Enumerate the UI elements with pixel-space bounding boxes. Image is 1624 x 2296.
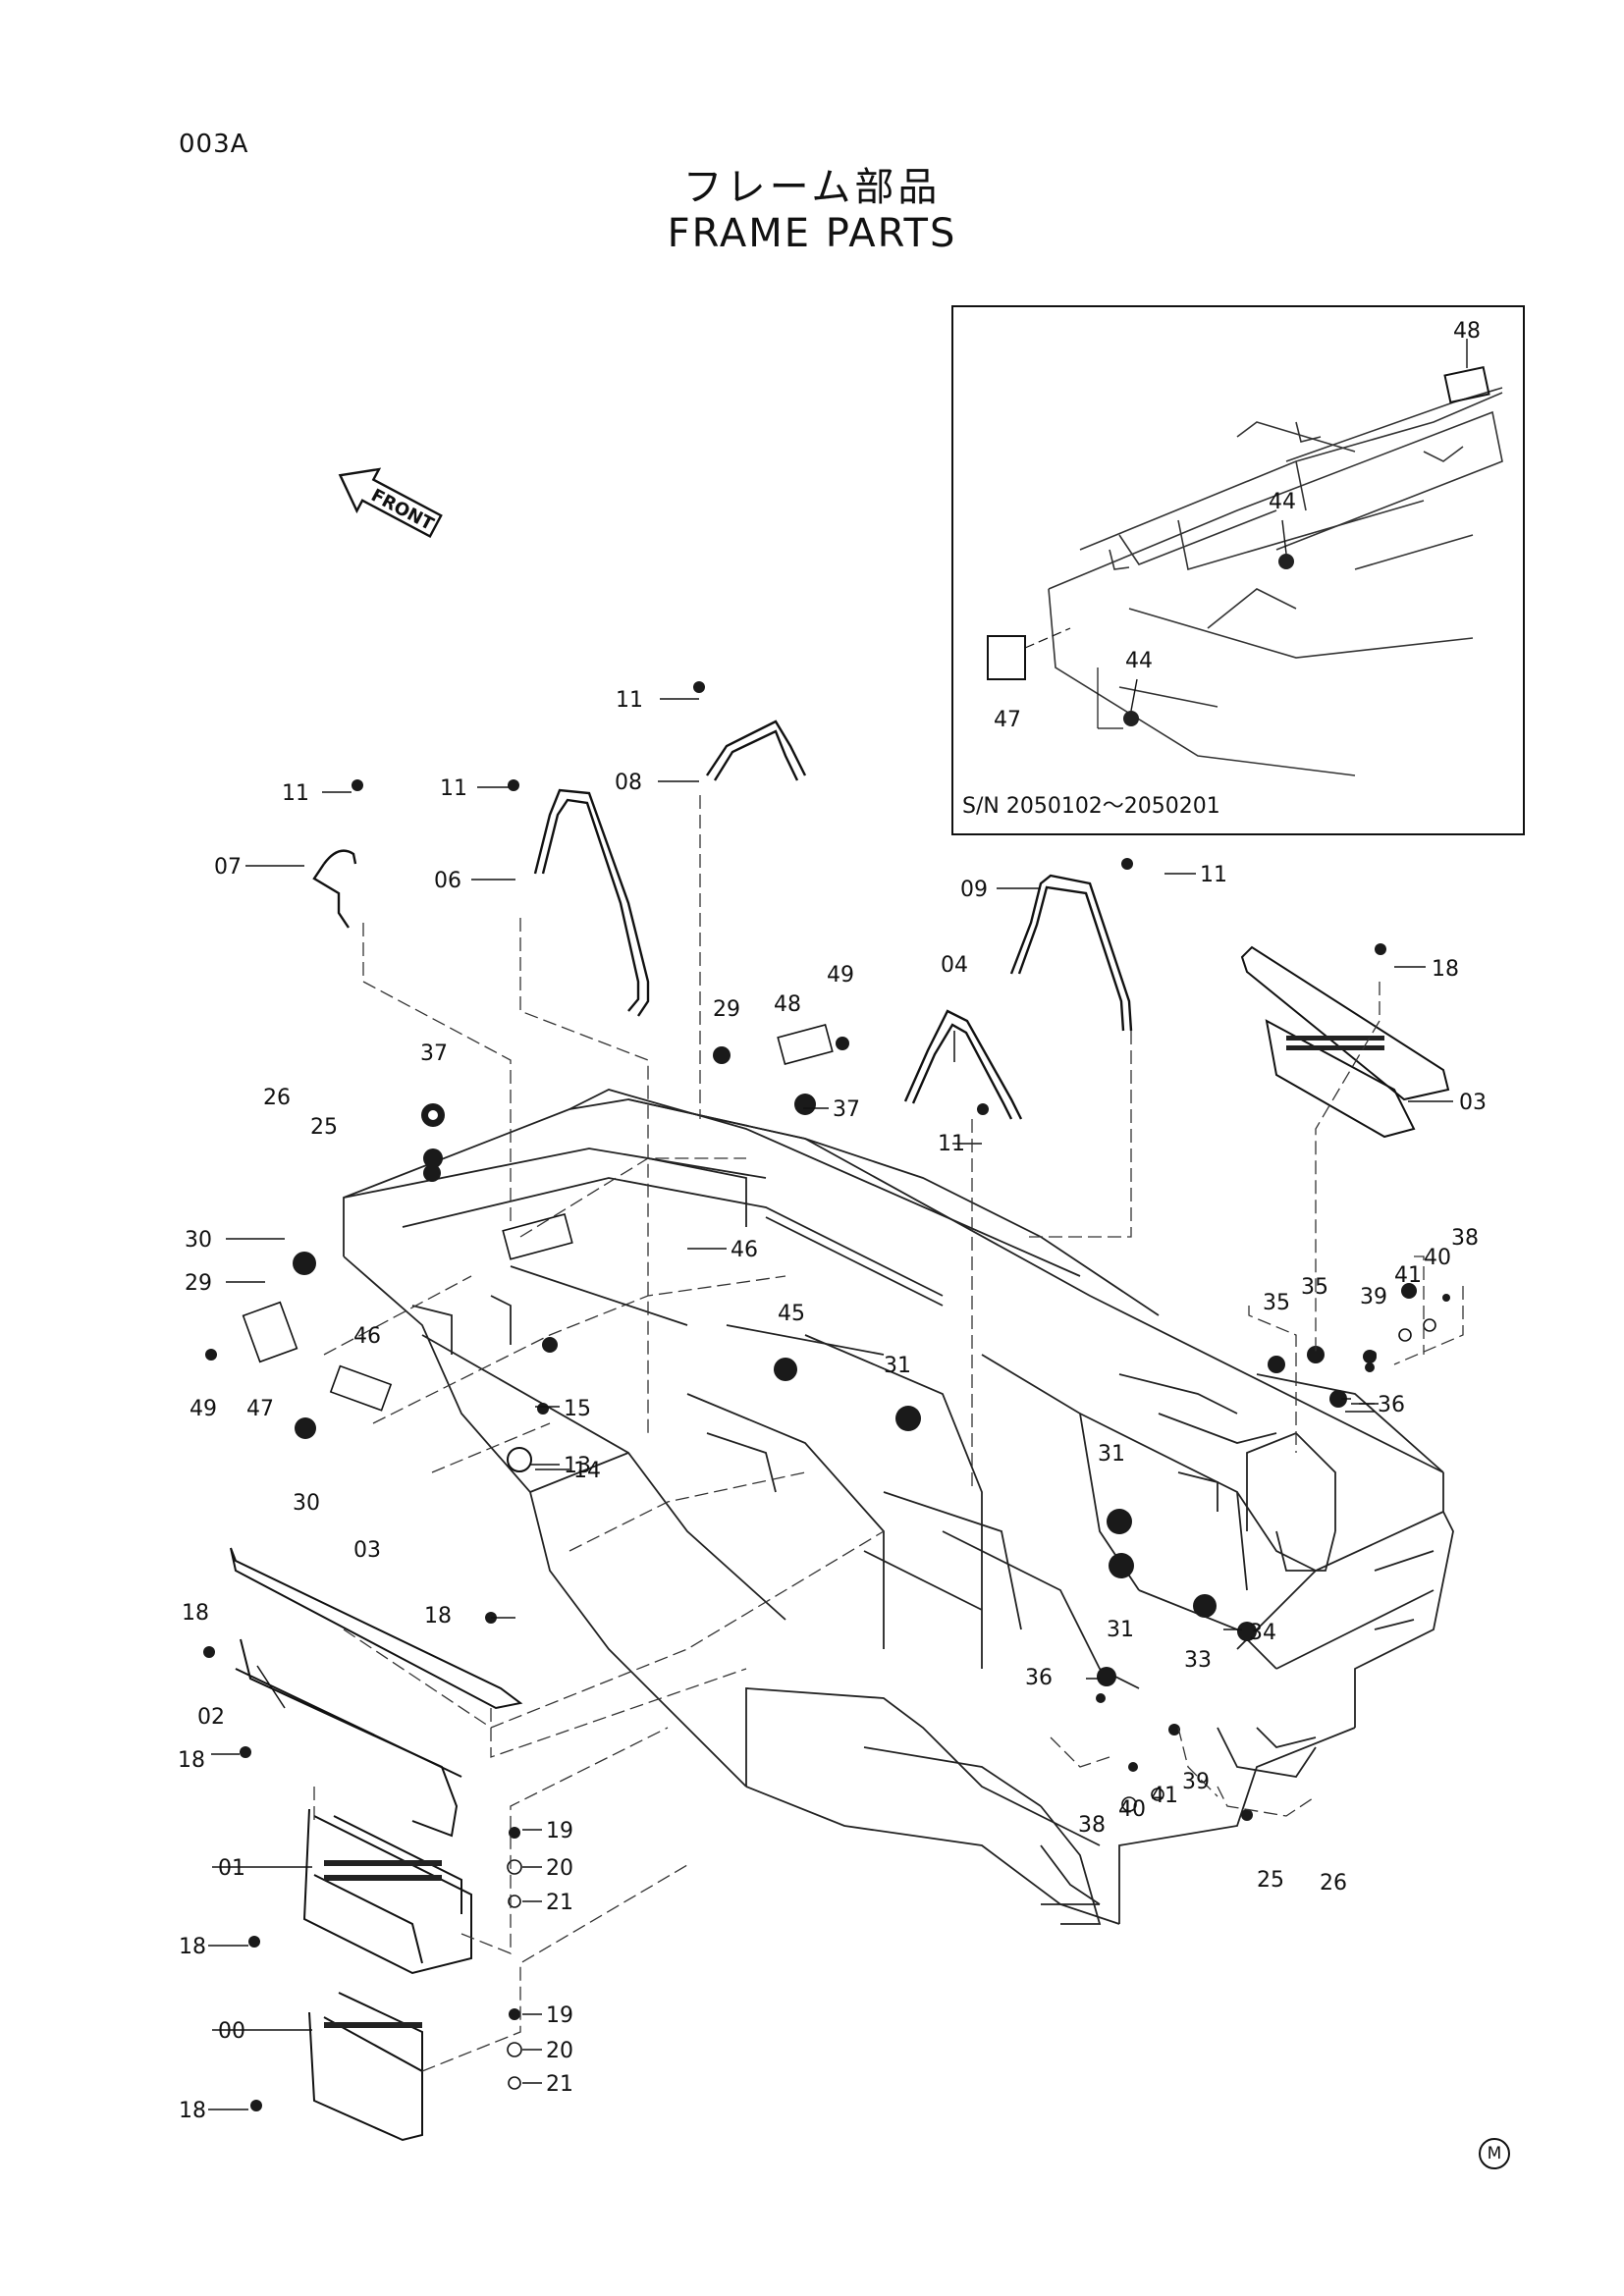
callout-31-upper: 31 xyxy=(1098,1442,1125,1467)
callout-00: 00 xyxy=(218,2019,245,2044)
serial-range: S/N 2050102〜2050201 xyxy=(962,794,1220,819)
callout-18-left-lower: 18 xyxy=(179,1935,206,1959)
callout-45: 45 xyxy=(778,1302,805,1326)
callout-36-right: 36 xyxy=(1378,1393,1405,1417)
callout-18-left-mid: 18 xyxy=(178,1748,205,1773)
callout-08: 07 xyxy=(214,855,242,880)
inset-box: 48 44 44 47 S/N 2050102〜2050201 xyxy=(951,305,1525,835)
callout-20-lower: 20 xyxy=(546,2039,573,2063)
callout-31-mid: 31 xyxy=(884,1354,911,1378)
callout-44-inset-upper: 44 xyxy=(1269,490,1296,514)
callout-40-right: 40 xyxy=(1424,1246,1451,1270)
front-arrow: FRONT xyxy=(338,467,443,539)
callout-19-lower: 19 xyxy=(546,2003,573,2028)
callout-49-top: 49 xyxy=(827,963,854,988)
callout-18-left-upper: 18 xyxy=(182,1601,209,1626)
callout-29-top: 29 xyxy=(713,997,740,1022)
callout-31-lower: 31 xyxy=(1107,1618,1134,1642)
handrails xyxy=(312,720,1133,1120)
callout-09: 08 xyxy=(615,771,642,795)
callout-30-lower: 30 xyxy=(293,1491,320,1516)
callout-04: 03 xyxy=(1459,1091,1487,1115)
callout-40-lower: 40 xyxy=(1118,1797,1146,1822)
callout-39-lower: 39 xyxy=(1182,1770,1210,1794)
callout-47-inset: 47 xyxy=(994,708,1021,732)
callout-48-inset: 48 xyxy=(1453,319,1481,344)
callout-39-right: 39 xyxy=(1360,1285,1387,1309)
title-english: FRAME PARTS xyxy=(667,211,957,256)
panels xyxy=(230,945,1450,2142)
callout-30-upper: 30 xyxy=(185,1228,212,1253)
inset-frame-drawing xyxy=(1048,387,1503,776)
callout-38-lower: 38 xyxy=(1078,1813,1106,1838)
callout-02: 02 xyxy=(197,1705,225,1730)
callout-21-lower: 21 xyxy=(546,2072,573,2097)
callout-34: 34 xyxy=(1249,1621,1276,1645)
callout-18-mid: 18 xyxy=(424,1604,452,1629)
callout-19-upper: 19 xyxy=(546,1819,573,1843)
corner-mark: M xyxy=(1479,2138,1510,2169)
callout-38-right: 38 xyxy=(1451,1226,1479,1251)
grille-texture xyxy=(324,1036,1384,2028)
callout-26-right: 26 xyxy=(1320,1871,1347,1896)
callout-36-lower: 36 xyxy=(1025,1666,1053,1690)
title-japanese: フレーム部品 xyxy=(682,165,942,210)
callout-37-left: 37 xyxy=(420,1041,448,1066)
callout-35-b: 35 xyxy=(1301,1275,1328,1300)
callout-48: 48 xyxy=(774,992,801,1017)
callout-11-left: 11 xyxy=(282,781,309,806)
callout-49-left: 49 xyxy=(189,1397,217,1421)
callout-35-a: 35 xyxy=(1263,1291,1290,1315)
callout-25-right: 25 xyxy=(1257,1868,1284,1893)
callout-41-lower: 41 xyxy=(1151,1784,1178,1808)
callout-15: 15 xyxy=(564,1397,591,1421)
callout-37-right: 37 xyxy=(833,1097,860,1122)
callout-labels: 11 11 11 08 07 06 09 11 04 18 49 48 29 3… xyxy=(178,688,1487,2123)
callout-46-upper: 46 xyxy=(731,1238,758,1262)
callout-11-top: 11 xyxy=(616,688,643,713)
callout-13: 13 xyxy=(564,1454,591,1478)
callout-14: 14 xyxy=(573,1459,601,1483)
page-code: 003A xyxy=(179,130,249,159)
callout-47: 47 xyxy=(246,1397,274,1421)
handrail-08 xyxy=(312,863,350,929)
callout-11-lower: 11 xyxy=(938,1132,965,1156)
callout-11-mid: 11 xyxy=(440,776,467,801)
callout-26-left: 26 xyxy=(263,1086,291,1110)
leader-lines xyxy=(208,698,1453,2110)
callout-06: 06 xyxy=(434,869,461,893)
callout-03: 03 xyxy=(353,1538,381,1563)
callout-46-lower: 46 xyxy=(353,1324,381,1349)
callout-07: 04 xyxy=(941,953,968,978)
callout-18-bottom: 18 xyxy=(179,2099,206,2123)
callout-33: 33 xyxy=(1184,1648,1212,1673)
washers xyxy=(242,1024,1436,2090)
callout-18-top: 18 xyxy=(1432,957,1459,982)
callout-20-upper: 20 xyxy=(546,1856,573,1881)
callout-01: 01 xyxy=(218,1856,245,1881)
callout-44-inset-lower: 44 xyxy=(1125,649,1153,673)
dashed-assembly-lines xyxy=(313,795,1464,2072)
callout-25-left: 25 xyxy=(310,1115,338,1140)
callout-11-right: 11 xyxy=(1200,863,1227,887)
callout-41-right: 41 xyxy=(1394,1263,1422,1288)
callout-29-left: 29 xyxy=(185,1271,212,1296)
hardware xyxy=(203,681,1450,2111)
callout-10: 09 xyxy=(960,878,988,902)
callout-21-upper: 21 xyxy=(546,1891,573,1915)
